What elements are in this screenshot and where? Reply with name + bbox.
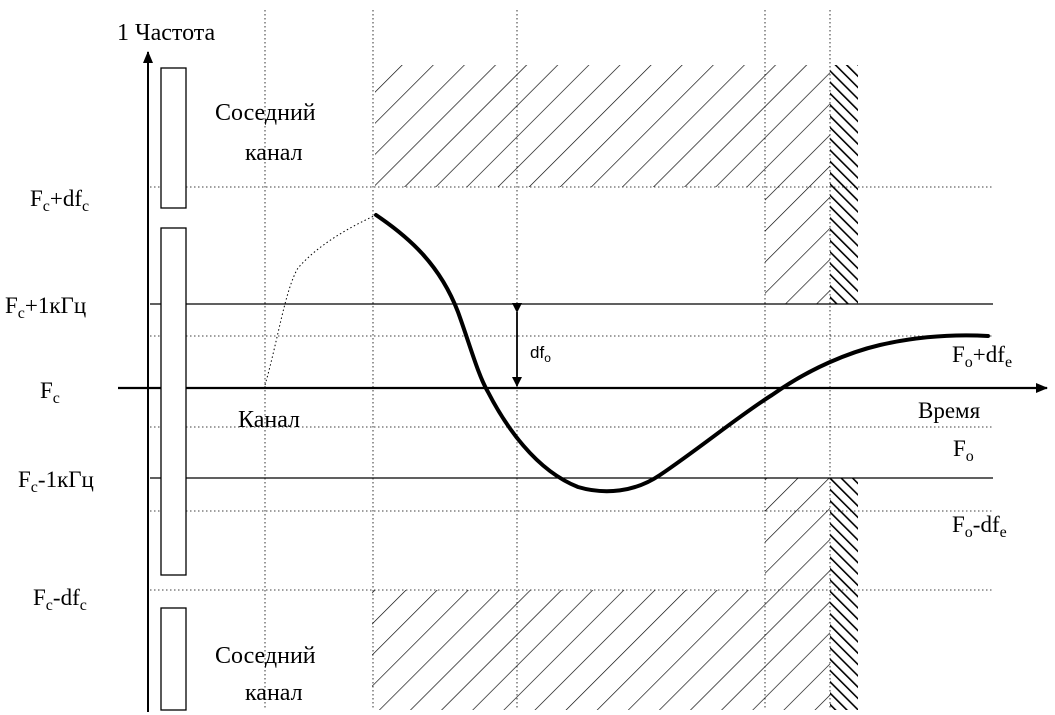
dense-hatch-top bbox=[830, 65, 858, 304]
vertical-gridlines bbox=[264, 10, 831, 710]
channel-label: Канал bbox=[238, 407, 300, 433]
upper-limit-zone bbox=[765, 187, 830, 304]
adjacent-channel-top-label-1: Соседний bbox=[215, 100, 316, 126]
adjacent-channel-bottom-label-1: Соседний bbox=[215, 643, 316, 669]
hatched-zones bbox=[372, 65, 858, 710]
label-fo-minus-dfe: Fo-dfe bbox=[952, 512, 1007, 541]
main-channel-bar bbox=[160, 227, 187, 576]
adjacent-channel-top-label-2: канал bbox=[245, 140, 303, 166]
df-offset-label: dfo bbox=[530, 343, 551, 365]
channel-bars bbox=[160, 67, 187, 711]
label-fc-minus-dfc: Fc-dfc bbox=[33, 585, 87, 614]
adjacent-channel-bottom-zone bbox=[372, 590, 830, 710]
adjacent-channel-bottom-bar bbox=[160, 607, 187, 711]
label-fo-plus-dfe: Fo+dfe bbox=[952, 342, 1012, 371]
adjacent-channel-bottom-label-2: канал bbox=[245, 680, 303, 706]
adjacent-channel-top-bar bbox=[160, 67, 187, 209]
label-fc-plus-1khz: Fc+1кГц bbox=[5, 293, 86, 322]
frequency-curve-dotted bbox=[264, 214, 377, 386]
label-fo: Fo bbox=[953, 436, 974, 465]
frequency-axis-label: 1 Частота bbox=[117, 20, 216, 46]
lower-limit-zone bbox=[765, 478, 830, 590]
horizontal-lines bbox=[150, 186, 993, 591]
adjacent-channel-top-zone bbox=[375, 65, 830, 187]
frequency-curve bbox=[374, 213, 990, 494]
label-fc-minus-1khz: Fc-1кГц bbox=[18, 467, 94, 496]
time-axis-label: Время bbox=[918, 398, 981, 423]
dense-hatch-bottom bbox=[830, 478, 858, 710]
label-fc: Fc bbox=[40, 378, 60, 407]
label-fc-plus-dfc: Fc+dfc bbox=[30, 186, 89, 215]
